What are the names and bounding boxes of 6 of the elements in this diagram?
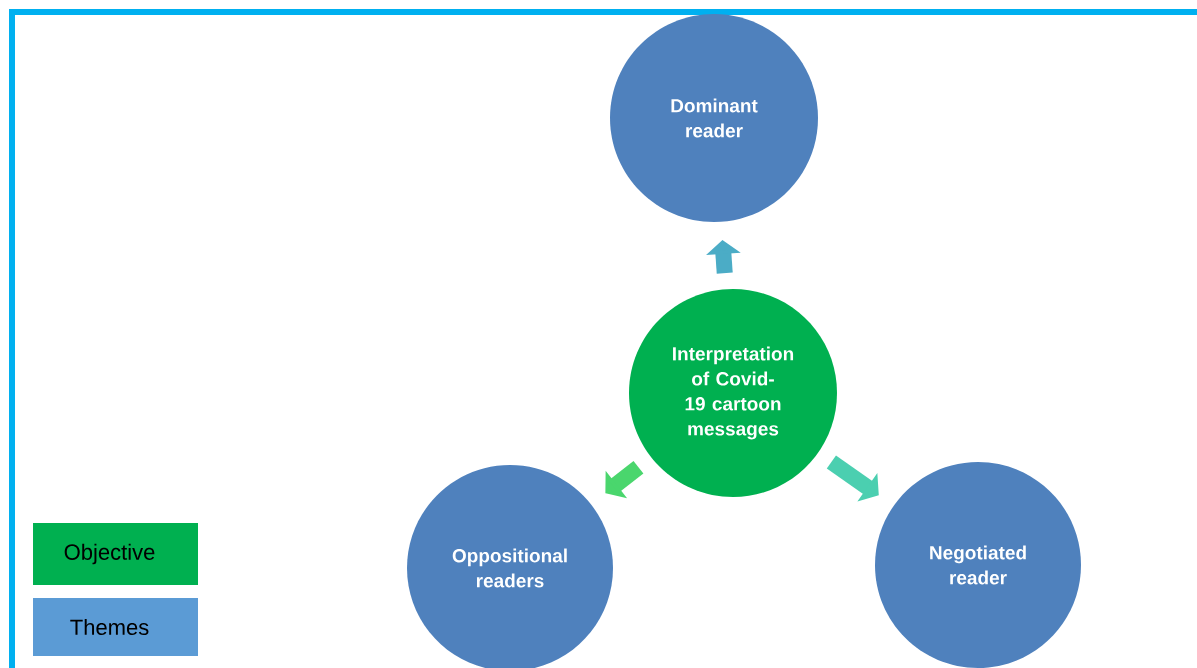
block-arrow [605, 460, 644, 499]
circle-node: Negotiated reader [875, 462, 1081, 668]
circle-node: Dominant reader [610, 14, 818, 222]
legend-label: Themes [70, 618, 149, 636]
legend-label: Objective [64, 543, 155, 565]
circle-node: Interpretation of Covid-19 cartoon messages [629, 289, 837, 497]
